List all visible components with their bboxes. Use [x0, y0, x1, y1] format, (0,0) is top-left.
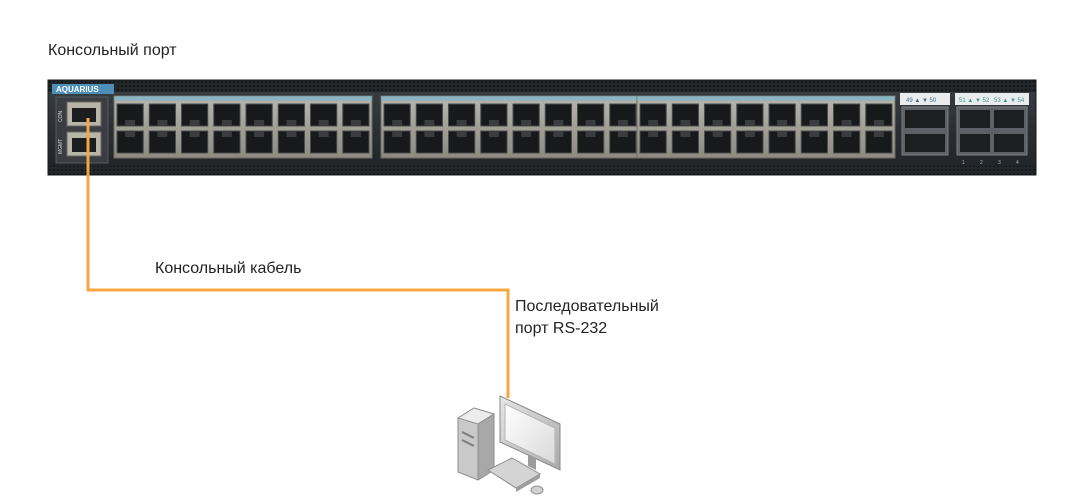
switch-bottom-vent: [48, 166, 1036, 175]
ethernet-port-latch: [254, 131, 265, 137]
ethernet-port-latch: [488, 120, 499, 126]
ethernet-port-latch: [712, 120, 723, 126]
ethernet-port-latch: [617, 131, 628, 137]
switch-top-vent: [48, 80, 1036, 92]
ethernet-port-latch: [125, 120, 136, 126]
ethernet-port-latch: [777, 120, 788, 126]
ethernet-port-latch: [809, 120, 820, 126]
ethernet-port-latch: [424, 131, 435, 137]
ethernet-port-latch: [521, 131, 532, 137]
ethernet-port-latch: [617, 120, 628, 126]
ethernet-port-latch: [712, 131, 723, 137]
ethernet-port-latch: [777, 131, 788, 137]
mgmt-label: MGMT: [58, 139, 64, 154]
console-mgmt-block: CON MGMT: [55, 96, 109, 164]
ethernet-port-latch: [286, 120, 297, 126]
ethernet-port-latch: [189, 131, 200, 137]
port-number-strip: [381, 96, 639, 101]
serial-port-label: Последовательный порт RS-232: [515, 296, 755, 340]
sfp-group1-label: 49 ▲ ▼ 50: [906, 98, 937, 104]
sfp-group2a-label: 51 ▲ ▼ 52: [959, 98, 990, 104]
ethernet-port-latch: [521, 120, 532, 126]
brand-logo: AQUARIUS: [56, 85, 99, 94]
console-cable-label: Консольный кабель: [155, 260, 302, 277]
ethernet-port-latch: [680, 120, 691, 126]
ethernet-port-latch: [221, 131, 232, 137]
ethernet-port-latch: [286, 131, 297, 137]
ethernet-port-latch: [744, 120, 755, 126]
ethernet-port-latch: [648, 120, 659, 126]
ethernet-port-latch: [221, 120, 232, 126]
serial-port-label-line2: порт RS-232: [515, 320, 608, 337]
ethernet-port-latch: [744, 131, 755, 137]
copper-port-groups: [113, 95, 896, 159]
sfp-number-labels: 1 2 3 4: [962, 160, 1019, 166]
ethernet-port-latch: [873, 120, 884, 126]
ethernet-port-latch: [392, 131, 403, 137]
sfp-number-label: 1: [962, 160, 965, 166]
ethernet-port-latch: [318, 120, 329, 126]
ethernet-port-latch: [809, 131, 820, 137]
ethernet-port-latch: [648, 131, 659, 137]
ethernet-port-latch: [392, 120, 403, 126]
ethernet-port-latch: [841, 120, 852, 126]
sfp-number-label: 4: [1016, 160, 1019, 166]
ethernet-port-latch: [350, 131, 361, 137]
ethernet-port-latch: [424, 120, 435, 126]
ethernet-port-latch: [157, 120, 168, 126]
brand-plate: [52, 84, 114, 94]
desktop-computer-icon: [456, 395, 561, 495]
console-cable: [86, 118, 510, 398]
ethernet-port-latch: [841, 131, 852, 137]
ethernet-port-latch: [553, 120, 564, 126]
ethernet-port-latch: [456, 131, 467, 137]
ethernet-port-latch: [680, 131, 691, 137]
sfp-group2b-label: 53 ▲ ▼ 54: [994, 98, 1025, 104]
ethernet-port-latch: [125, 131, 136, 137]
console-port-label: Консольный порт: [48, 42, 177, 59]
sfp-group-49-50: 49 ▲ ▼ 50: [900, 93, 950, 156]
sfp-number-label: 2: [980, 160, 983, 166]
ethernet-port-latch: [254, 120, 265, 126]
ethernet-port-latch: [456, 120, 467, 126]
ethernet-port-latch: [189, 120, 200, 126]
ethernet-port-latch: [553, 131, 564, 137]
ethernet-port-latch: [350, 120, 361, 126]
sfp-group-51-54: 51 ▲ ▼ 52 53 ▲ ▼ 54 1 2 3 4: [955, 93, 1029, 166]
ethernet-port-latch: [157, 131, 168, 137]
con-label: CON: [58, 111, 64, 123]
ethernet-port-latch: [585, 120, 596, 126]
ethernet-port-latch: [488, 131, 499, 137]
serial-port-label-line1: Последовательный: [515, 298, 659, 315]
ethernet-port-latch: [873, 131, 884, 137]
port-number-strip: [114, 96, 372, 101]
ethernet-port-latch: [585, 131, 596, 137]
ethernet-port-latch: [318, 131, 329, 137]
sfp-number-label: 3: [998, 160, 1001, 166]
network-switch: AQUARIUS CON MGMT 49 ▲ ▼ 50 51 ▲ ▼ 52 53…: [47, 79, 1037, 176]
port-number-strip: [637, 96, 895, 101]
